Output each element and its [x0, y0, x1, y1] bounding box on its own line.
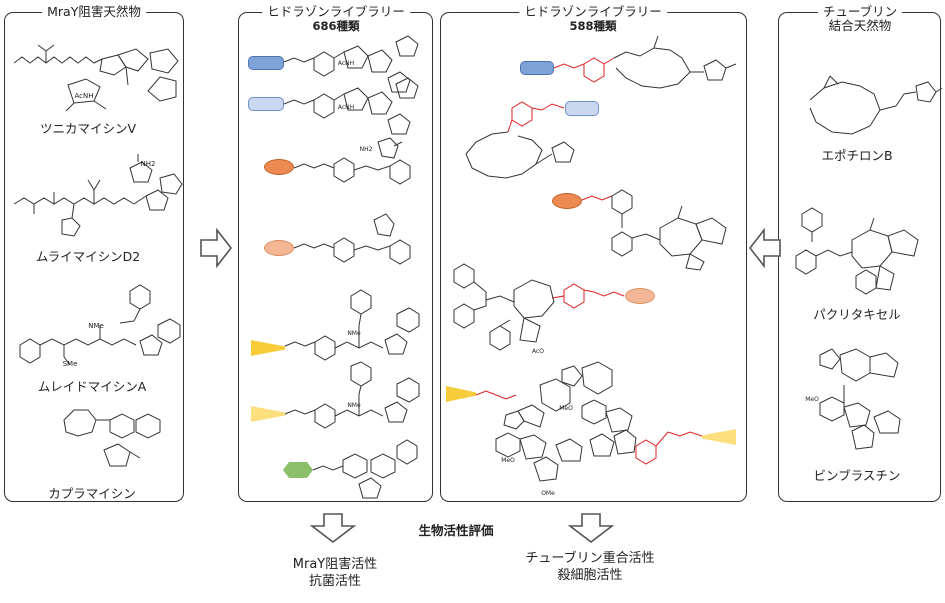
- tag-green: [283, 462, 313, 478]
- atom-label-meo-vinblastine: MeO: [805, 396, 819, 403]
- library-686-compound-7: [312, 439, 418, 499]
- atom-label-acnh-lib1: AcNH: [337, 60, 355, 67]
- arrow-down-right: [567, 513, 615, 544]
- atom-label-nh2-muraymycin: NH2: [140, 160, 156, 168]
- tag-light-orange-588: [625, 288, 655, 304]
- compound-name-vinblastine: ビンブラスチン: [813, 468, 901, 483]
- library-588-compound-4: [453, 263, 625, 351]
- library-588-compound-5: [475, 378, 583, 482]
- panel-title-mray-text: MraY阻害天然物: [47, 4, 141, 19]
- tag-light-blue: [248, 97, 284, 111]
- molecule-epothilone: [809, 75, 943, 135]
- library-686-compound-5: [284, 289, 420, 361]
- library-588-count: 588種類: [569, 19, 617, 33]
- atom-label-ome-588a: OMe: [541, 490, 555, 497]
- atom-label-nme-lib5: NMe: [347, 330, 361, 337]
- result-right-line1: チューブリン重合活性: [525, 551, 655, 566]
- atom-label-meo-588b: MeO: [559, 405, 573, 412]
- compound-name-muraymycin: ムライマイシンD2: [35, 249, 141, 264]
- result-left-line2: 抗菌活性: [308, 574, 362, 589]
- tag-light-blue-588: [565, 101, 599, 116]
- tag-blue: [248, 56, 284, 70]
- library-686-compound-1: [283, 35, 419, 93]
- library-588-compound-6: [561, 361, 703, 465]
- molecule-capuramycin: [63, 409, 161, 467]
- result-right-line2: 殺細胞活性: [557, 568, 623, 583]
- library-686-compound-3: [293, 137, 411, 185]
- compound-name-tunicamycin: ツニカマイシンV: [39, 121, 137, 136]
- panel-title-tubulin: チューブリン 結合天然物: [817, 4, 903, 33]
- compound-name-capuramycin: カプラマイシン: [48, 486, 136, 501]
- atom-label-acnh-lib2: AcNH: [337, 104, 355, 111]
- atom-label-nme: NMe: [88, 322, 104, 330]
- library-686-compound-6: [284, 361, 420, 429]
- tag-orange-588: [552, 193, 582, 209]
- panel-title-library-686-text: ヒドラゾンライブラリー: [267, 4, 405, 19]
- panel-title-library-588: ヒドラゾンライブラリー 588種類: [519, 5, 667, 33]
- library-686-compound-4: [293, 213, 411, 265]
- library-588-compound-2: [465, 101, 575, 179]
- panel-title-library-686: ヒドラゾンライブラリー 686種類: [262, 5, 410, 33]
- compound-name-paclitaxel: パクリタキセル: [813, 307, 901, 322]
- tag-light-orange: [264, 240, 294, 256]
- atom-label-nme-lib6: NMe: [347, 402, 361, 409]
- library-686-compound-2: [283, 77, 419, 135]
- tag-blue-588: [520, 61, 554, 75]
- arrow-tubulin-to-library: [748, 227, 781, 269]
- molecule-paclitaxel: [795, 207, 919, 295]
- compound-name-epothilone: エポチロンB: [821, 148, 893, 163]
- panel-title-mray: MraY阻害天然物: [42, 5, 146, 19]
- panel-title-tubulin-line1: チューブリン: [822, 4, 898, 19]
- molecule-vinblastine: [819, 348, 901, 450]
- panel-title-library-588-text: ヒドラゾンライブラリー: [524, 4, 662, 19]
- arrow-mray-to-library: [200, 227, 233, 269]
- atom-label-oac-588: AcO: [531, 348, 545, 355]
- arrow-down-left: [309, 513, 357, 544]
- atom-label-nh2-lib3: NH2: [359, 146, 373, 153]
- library-588-compound-1: [553, 35, 737, 89]
- evaluation-label: 生物活性評価: [418, 523, 494, 538]
- atom-label-meo-588a: MeO: [501, 457, 515, 464]
- tag-orange: [264, 159, 294, 175]
- result-left-line1: MraY阻害活性: [292, 557, 378, 572]
- molecule-mureidomycin: [19, 284, 181, 366]
- molecule-tunicamycin: [13, 44, 179, 112]
- molecule-muraymycin: [13, 154, 183, 237]
- panel-title-tubulin-line2: 結合天然物: [828, 18, 892, 33]
- compound-name-mureidomycin: ムレイドマイシンA: [37, 379, 147, 394]
- atom-label-acnh: AcNH: [74, 92, 94, 100]
- atom-label-sme: SMe: [62, 360, 78, 368]
- library-686-count: 686種類: [312, 19, 360, 33]
- library-588-compound-3: [581, 189, 727, 271]
